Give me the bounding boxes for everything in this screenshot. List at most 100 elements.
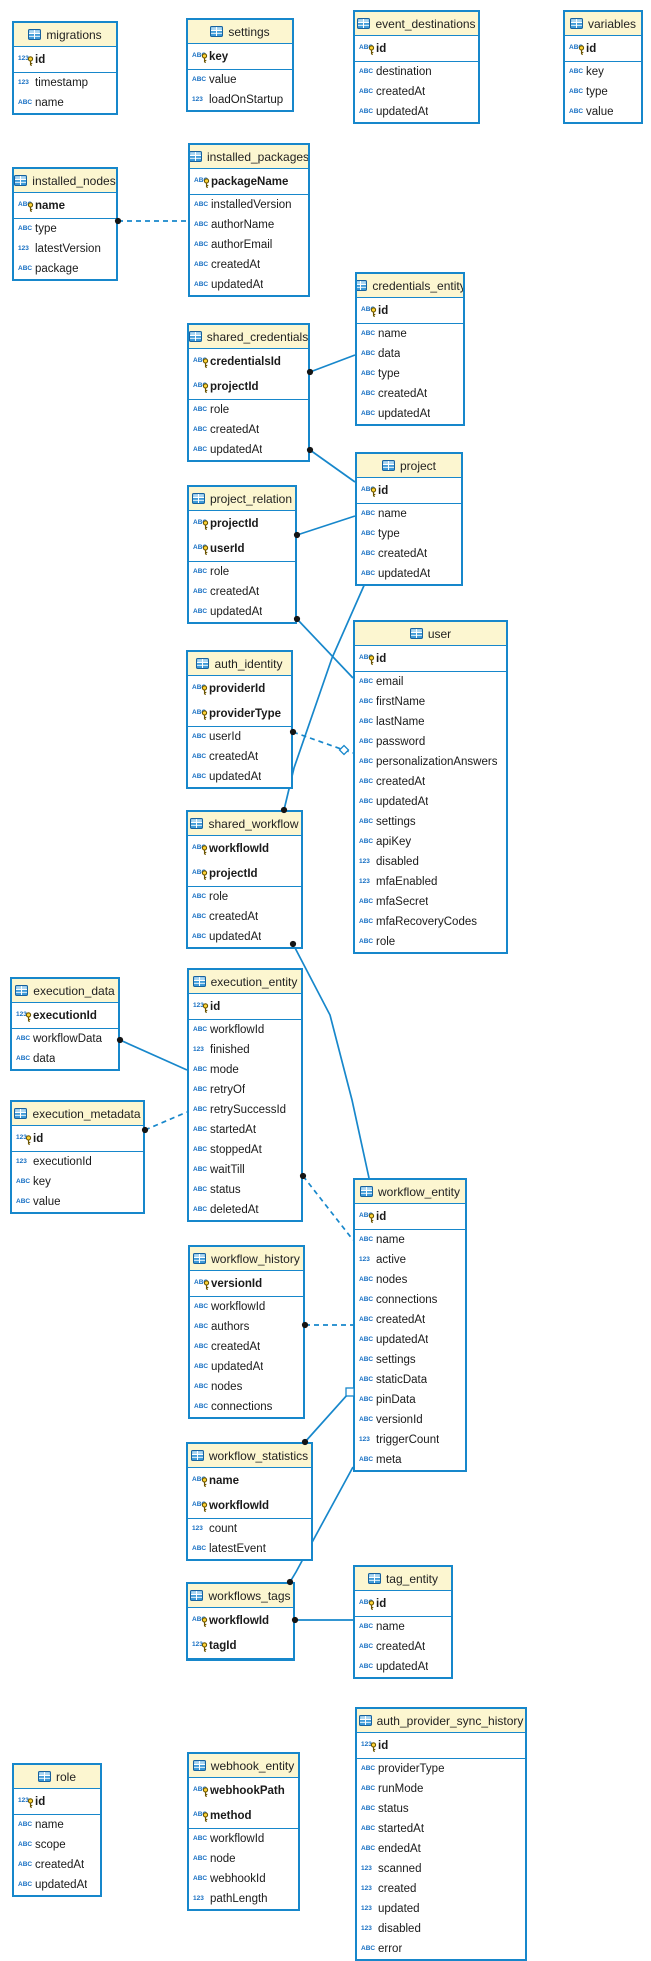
relationship-project_relation-user[interactable] bbox=[296, 618, 354, 679]
table-header[interactable]: project_relation bbox=[189, 487, 295, 511]
table-header[interactable]: workflows_tags bbox=[188, 1584, 293, 1608]
table-header[interactable]: event_destinations bbox=[355, 12, 478, 36]
relationship-shared_workflow-workflow_entity[interactable] bbox=[292, 943, 370, 1179]
table-header[interactable]: migrations bbox=[14, 23, 116, 47]
table-header[interactable]: workflow_statistics bbox=[188, 1444, 311, 1468]
relationship-shared_credentials-credentials_entity[interactable] bbox=[309, 354, 356, 373]
table-header[interactable]: variables bbox=[565, 12, 641, 36]
relationship-shared_credentials-project[interactable] bbox=[309, 449, 356, 483]
table-header[interactable]: workflow_entity bbox=[355, 1180, 465, 1204]
table-header[interactable]: shared_credentials bbox=[189, 325, 308, 349]
table-header[interactable]: tag_entity bbox=[355, 1567, 451, 1591]
relationship-execution_data-execution_entity[interactable] bbox=[119, 1039, 188, 1071]
table-header[interactable]: installed_nodes bbox=[14, 169, 116, 193]
relationship-execution_metadata-execution_entity[interactable] bbox=[144, 1111, 188, 1131]
table-header[interactable]: role bbox=[14, 1765, 100, 1789]
table-header[interactable]: project bbox=[357, 454, 461, 478]
